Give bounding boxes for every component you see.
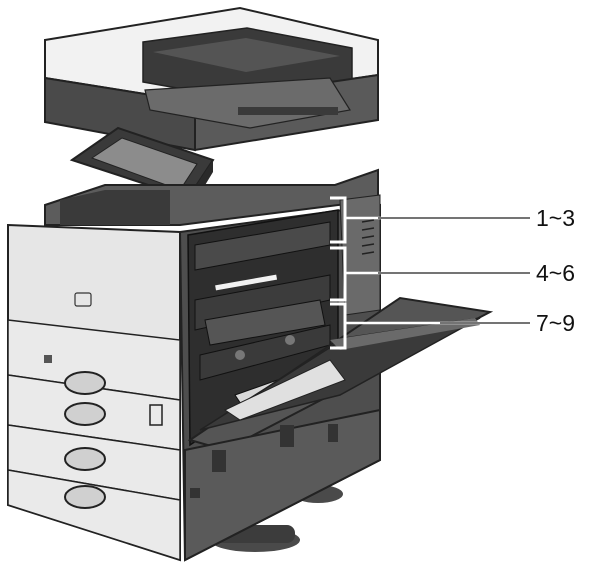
internal-mechanism: [187, 209, 339, 447]
callout-lines-dark: [378, 217, 530, 324]
right-side-door-open: [187, 296, 494, 452]
callout-label-1-3: 1~3: [536, 205, 575, 231]
document-feeder: [44, 6, 379, 152]
main-body-top: [44, 168, 379, 226]
lower-front-panel: [184, 408, 381, 562]
paper-trays: [7, 319, 181, 562]
callout-label-7-9: 7~9: [536, 310, 575, 336]
callout-label-4-6: 4~6: [536, 260, 575, 286]
